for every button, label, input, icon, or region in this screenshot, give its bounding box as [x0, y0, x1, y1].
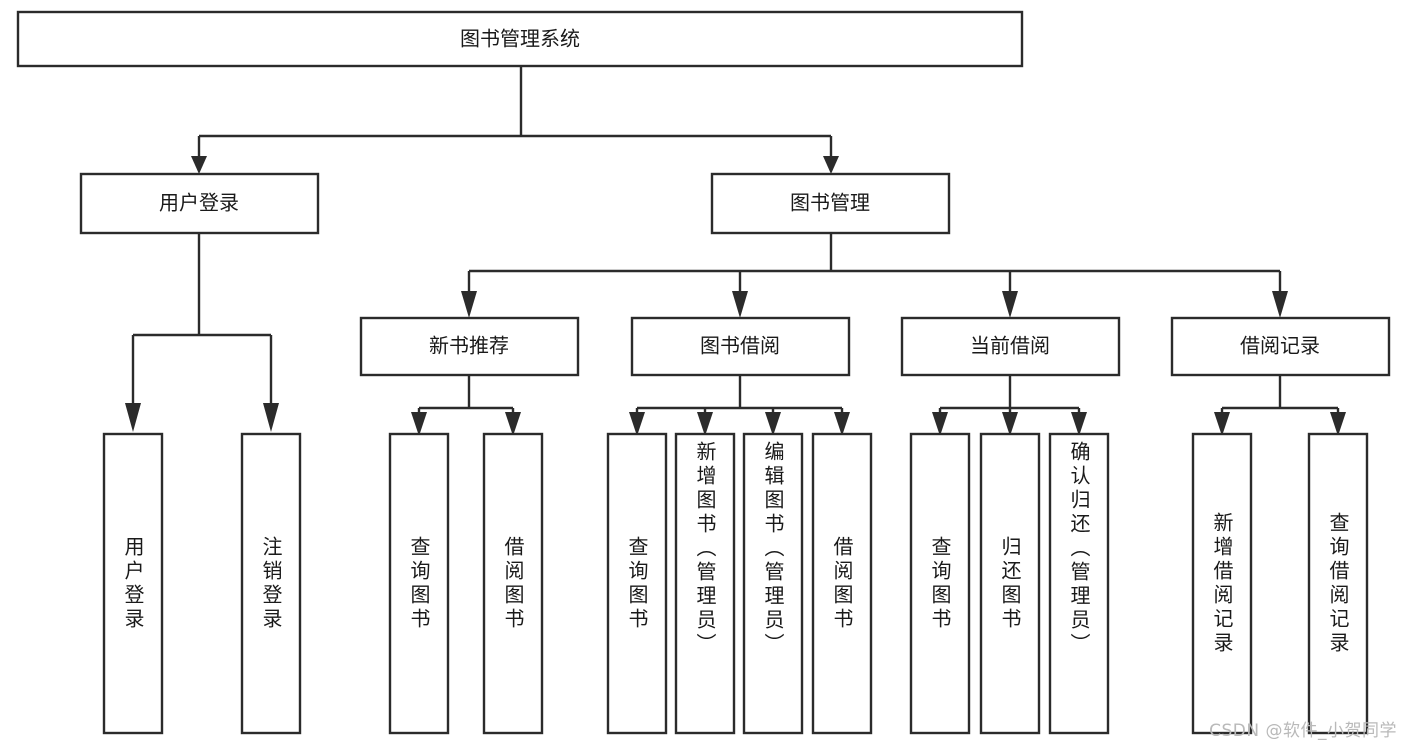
node-user-login-box[interactable]	[79, 172, 320, 235]
leaf-box-current-borrow-1[interactable]	[909, 432, 971, 735]
leaf-box-new-book-2[interactable]	[482, 432, 544, 735]
node-root-box[interactable]	[16, 10, 1024, 68]
node-book-borrow-box[interactable]	[630, 316, 851, 377]
connector-borrow-record-to-leaves	[1214, 375, 1346, 436]
node-root[interactable]: 图书管理系统	[16, 10, 1024, 68]
node-new-book-recommend[interactable]: 新书推荐	[359, 316, 580, 377]
connector-current-borrow-to-leaves	[932, 375, 1087, 436]
node-book-manage-label: 图书管理	[790, 191, 870, 215]
arrowhead-br-1	[1214, 412, 1230, 436]
arrowhead-bb-4	[834, 412, 850, 436]
arrowhead-l3-3	[1002, 291, 1018, 318]
node-new-book-recommend-label: 新书推荐	[429, 334, 509, 358]
arrowhead-l3-4	[1272, 291, 1288, 318]
node-current-borrow[interactable]: 当前借阅	[900, 316, 1121, 377]
node-book-manage[interactable]: 图书管理	[710, 172, 951, 235]
leaf-box-book-borrow-3[interactable]	[742, 432, 804, 735]
arrowhead-l3-1	[461, 291, 477, 318]
arrowhead-nb-2	[505, 412, 521, 436]
arrowhead-ul-1	[125, 403, 141, 432]
node-book-borrow[interactable]: 图书借阅	[630, 316, 851, 377]
arrowhead-user-login	[191, 156, 207, 174]
arrowhead-nb-1	[411, 412, 427, 436]
node-borrow-record-box[interactable]	[1170, 316, 1391, 377]
arrowhead-l3-2	[732, 291, 748, 318]
node-book-borrow-label: 图书借阅	[700, 334, 780, 358]
connector-user-login-to-leaves	[125, 233, 279, 432]
arrowhead-cb-3	[1071, 412, 1087, 436]
leaf-box-user-login-2[interactable]	[240, 432, 302, 735]
arrowhead-br-2	[1330, 412, 1346, 436]
arrowhead-bb-1	[629, 412, 645, 436]
node-root-label: 图书管理系统	[460, 27, 580, 51]
leaf-box-book-borrow-2[interactable]	[674, 432, 736, 735]
arrowhead-cb-1	[932, 412, 948, 436]
leaf-box-book-borrow-4[interactable]	[811, 432, 873, 735]
leaf-box-user-login-1[interactable]	[102, 432, 164, 735]
node-user-login[interactable]: 用户登录	[79, 172, 320, 235]
node-current-borrow-box[interactable]	[900, 316, 1121, 377]
node-borrow-record-label: 借阅记录	[1240, 334, 1320, 358]
arrowhead-bb-2	[697, 412, 713, 436]
leaf-box-current-borrow-2[interactable]	[979, 432, 1041, 735]
leaf-box-borrow-record-2[interactable]	[1307, 432, 1369, 735]
leaf-box-borrow-record-1[interactable]	[1191, 432, 1253, 735]
leaf-box-book-borrow-1[interactable]	[606, 432, 668, 735]
node-borrow-record[interactable]: 借阅记录	[1170, 316, 1391, 377]
arrowhead-book-manage	[823, 156, 839, 174]
node-user-login-label: 用户登录	[159, 191, 239, 215]
connector-root-to-level2	[191, 66, 839, 174]
node-book-manage-box[interactable]	[710, 172, 951, 235]
arrowhead-cb-2	[1002, 412, 1018, 436]
connector-new-book-to-leaves	[411, 375, 521, 436]
arrowhead-bb-3	[765, 412, 781, 436]
leaf-box-new-book-1[interactable]	[388, 432, 450, 735]
leaf-box-current-borrow-3[interactable]	[1048, 432, 1110, 735]
arrowhead-ul-2	[263, 403, 279, 432]
connector-book-manage-to-level3	[461, 233, 1288, 318]
node-new-book-recommend-box[interactable]	[359, 316, 580, 377]
node-current-borrow-label: 当前借阅	[970, 334, 1050, 358]
connector-book-borrow-to-leaves	[629, 375, 850, 436]
